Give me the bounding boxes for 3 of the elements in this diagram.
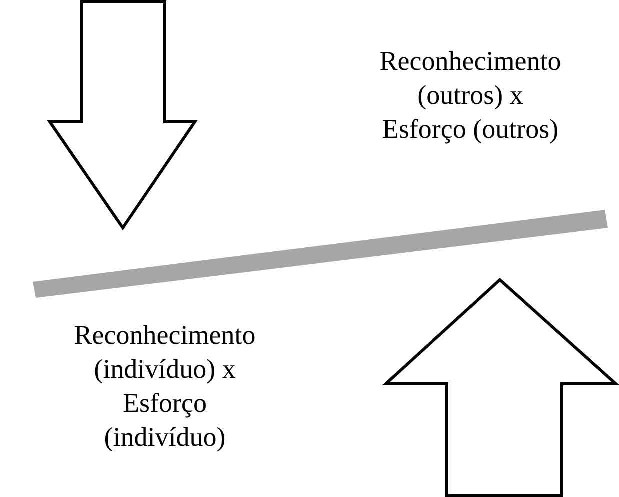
caption-text: Reconhecimento (indivíduo) x Esforço (indivíduo) [73, 319, 257, 454]
caption-text: Reconhecimento (outros) x Esforço (outros) [378, 45, 562, 146]
balance-beam [33, 210, 608, 298]
